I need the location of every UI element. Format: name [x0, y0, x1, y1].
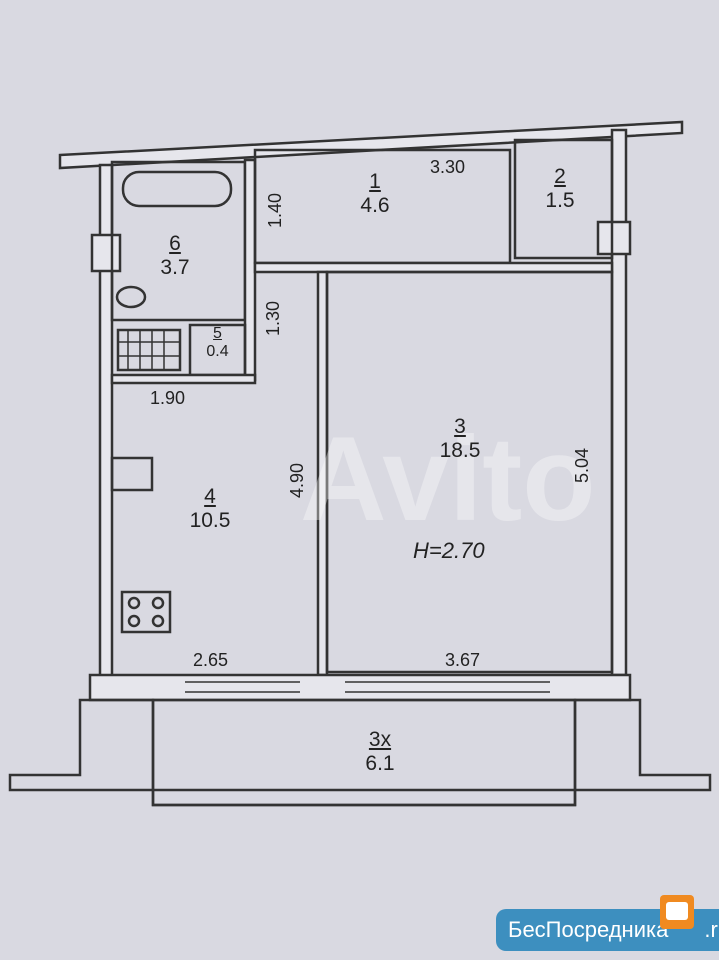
bathtub-icon [121, 170, 233, 208]
watermark: Avito [300, 412, 596, 546]
dim-kitchen-depth: 4.90 [287, 462, 308, 499]
balcony-base [8, 698, 712, 807]
ceiling-height: H=2.70 [413, 538, 485, 563]
brand-suffix: .ru [704, 917, 719, 942]
dim-passage: 1.30 [263, 300, 284, 337]
toilet-icon [115, 285, 147, 309]
stove-icon [120, 590, 172, 634]
window [185, 681, 550, 693]
column [90, 233, 122, 273]
top-wall [58, 120, 684, 170]
brand-badge: БесПосредника .ru [496, 909, 719, 951]
dim-room-depth: 5.04 [572, 447, 593, 484]
room-2 [513, 138, 614, 260]
dim-room-width: 3.67 [445, 650, 481, 670]
room-3 [325, 270, 614, 674]
right-wall [610, 128, 628, 677]
dim-kitchen-top: 1.90 [150, 388, 186, 408]
bottom-wall [88, 673, 632, 702]
mascot-icon [660, 895, 694, 929]
dim-corridor-depth: 1.40 [265, 192, 286, 229]
dim-kitchen-width: 2.65 [193, 650, 229, 670]
dim-corridor-width: 3.30 [430, 157, 466, 177]
sink-icon [116, 328, 182, 372]
brand-text: БесПосредника [508, 917, 669, 942]
column [596, 220, 632, 256]
sink-icon [110, 456, 154, 492]
